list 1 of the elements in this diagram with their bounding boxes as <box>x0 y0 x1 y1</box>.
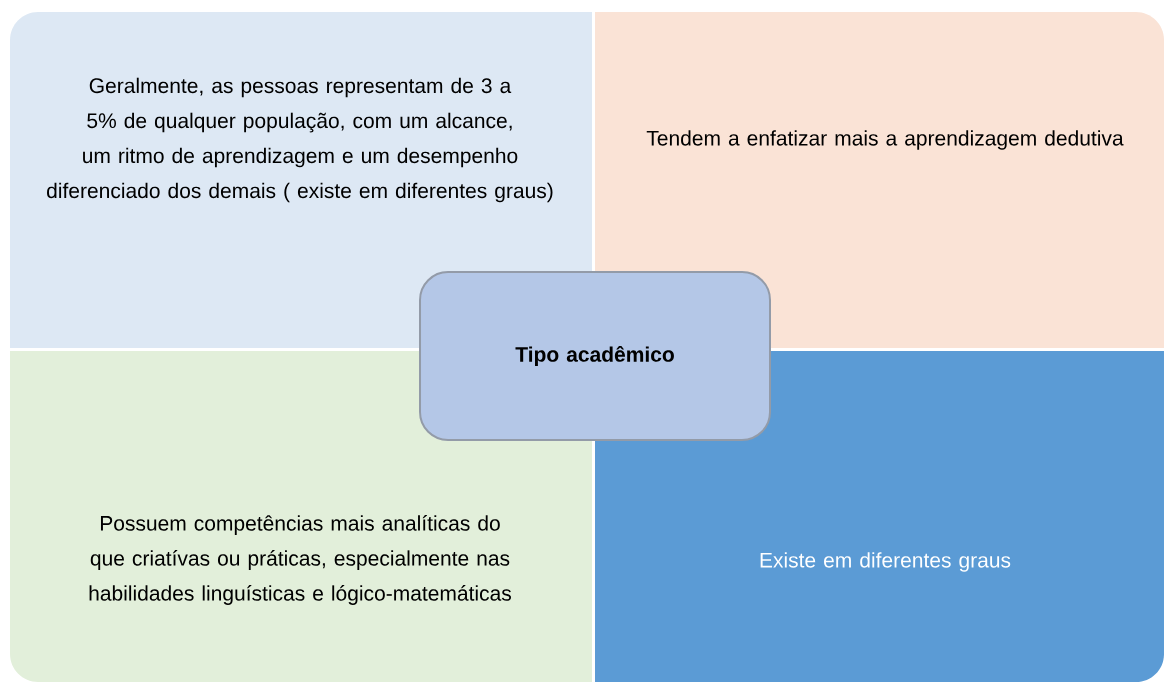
center-box: Tipo acadêmico <box>419 271 771 441</box>
